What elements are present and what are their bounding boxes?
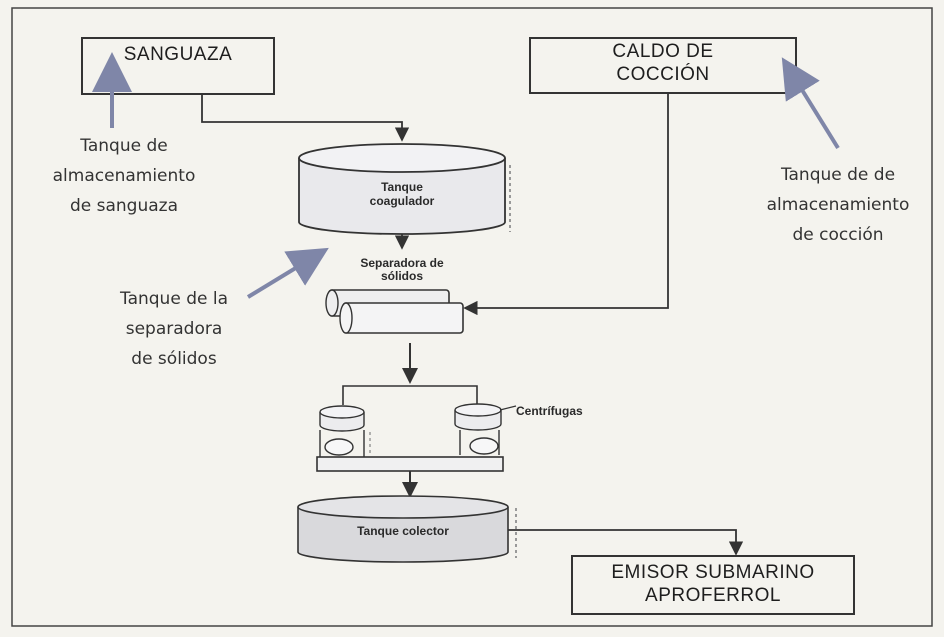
annotation-line: de cocción — [792, 225, 884, 245]
centrifugas — [316, 385, 517, 472]
annotation-line: almacenamiento — [766, 195, 910, 215]
annotation-line: Tanque de de — [780, 165, 896, 185]
colector-label: Tanque colector — [357, 524, 449, 538]
separadora-solidos — [325, 289, 464, 334]
emisor-label-line2: APROFERROL — [645, 585, 781, 606]
annotation-line: almacenamiento — [52, 166, 196, 186]
flow-sanguaza-to-coagulador — [201, 94, 410, 142]
flow-caldo-to-separadora — [463, 93, 669, 316]
flow-colector-to-emisor — [508, 529, 744, 556]
caldo-label-line1: CALDO DE — [612, 41, 714, 62]
caldo-label-line2: COCCIÓN — [616, 64, 710, 85]
coagulador-label-line1: Tanque — [381, 180, 423, 194]
tanque-coagulador — [298, 143, 511, 235]
separadora-label-line1: Separadora de — [360, 256, 444, 270]
centrifugas-label: Centrífugas — [516, 404, 583, 418]
sanguaza-label: SANGUAZA — [123, 44, 233, 65]
annotation-line: de sanguaza — [69, 196, 179, 216]
outer-frame — [11, 7, 933, 627]
annotation-line: Tanque de — [80, 136, 168, 156]
emisor-label-line1: EMISOR SUBMARINO — [611, 562, 815, 583]
separadora-label-line2: sólidos — [380, 269, 423, 283]
annotation-arrow-coccion — [781, 57, 840, 150]
coagulador-label-line2: coagulador — [369, 194, 435, 208]
annotation-coccion-storage: Tanque de de almacenamiento de cocción — [740, 160, 936, 250]
annotation-arrow-separadora — [246, 247, 329, 299]
annotation-sanguaza-storage: Tanque de almacenamiento de sanguaza — [24, 131, 224, 221]
emisor-submarino-box — [571, 555, 855, 615]
annotation-separadora-tank: Tanque de la separadora de sólidos — [84, 284, 264, 374]
annotation-line: de sólidos — [131, 349, 217, 369]
annotation-line: separadora — [125, 319, 223, 339]
sanguaza-box — [81, 37, 275, 95]
tanque-colector — [297, 495, 517, 563]
annotation-line: Tanque de la — [120, 289, 228, 309]
